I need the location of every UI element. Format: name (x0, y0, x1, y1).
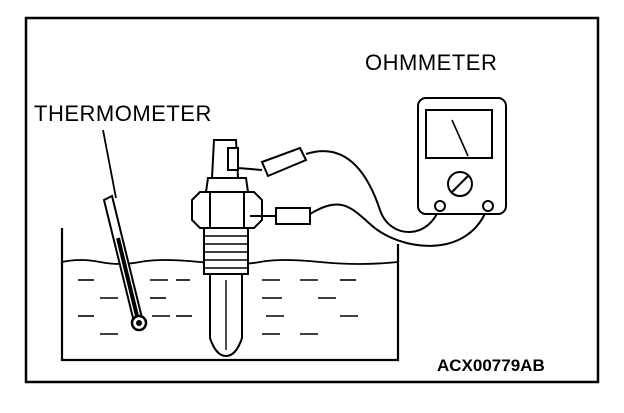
test-probe-upper (237, 146, 308, 178)
sensor-icon (191, 139, 263, 358)
ohmmeter-label: OHMMETER (365, 50, 497, 75)
figure-code: ACX00779AB (437, 356, 545, 375)
thermometer-label: THERMOMETER (34, 101, 212, 126)
thermometer-icon (102, 129, 148, 332)
figure-frame (24, 16, 600, 384)
test-leads (305, 150, 489, 247)
ohmmeter-icon (417, 97, 507, 215)
test-probe-lower (250, 207, 311, 225)
liquid-container-icon (60, 228, 400, 362)
